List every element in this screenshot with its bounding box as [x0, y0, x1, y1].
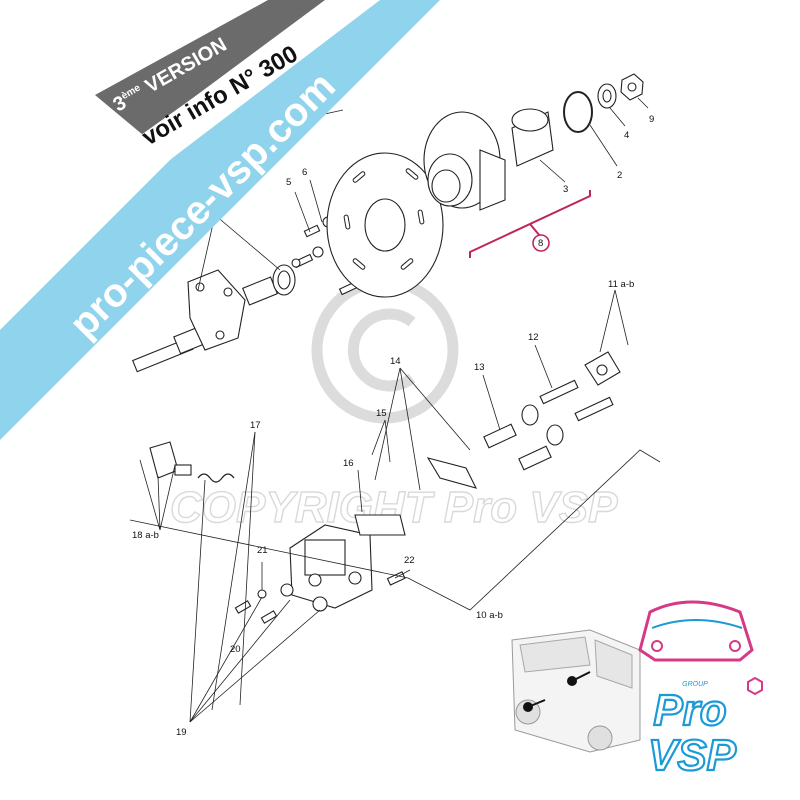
part-8-highlight-bracket [469, 190, 591, 258]
logo-group-text: GROUP [682, 681, 708, 688]
bearing-part [511, 108, 554, 167]
site-ribbon [0, 0, 440, 440]
callout-13: 13 [474, 362, 485, 373]
callout-12: 12 [528, 332, 539, 343]
callout-11: 11 a-b [608, 279, 634, 290]
callout-6: 6 [302, 167, 307, 178]
callout-17: 17 [250, 420, 261, 431]
callout-22: 22 [404, 555, 415, 566]
callout-19: 19 [176, 727, 187, 738]
callout-5: 5 [286, 177, 291, 188]
copyright-watermark-icon [311, 276, 459, 424]
promo-banner [0, 0, 440, 440]
caliper-bracket-part [354, 514, 406, 536]
callout-2: 2 [617, 170, 622, 181]
logo-hex-icon [747, 676, 763, 696]
brake-disc-part [326, 152, 444, 298]
callout-4: 4 [624, 130, 629, 141]
version-tag [95, 0, 325, 135]
mounting-plate-part [584, 351, 621, 386]
callout-9: 9 [649, 114, 654, 125]
nut-part [620, 73, 644, 101]
callout-10: 10 a-b [476, 610, 503, 621]
callout-18: 18 a-b [132, 530, 159, 541]
brake-caliper-part [289, 524, 373, 609]
circlip-part [563, 91, 593, 133]
callout-3: 3 [563, 184, 568, 195]
logo-pro-text: Pro [653, 686, 726, 735]
callout-20: 20 [230, 644, 241, 655]
spring-clip-part [149, 441, 235, 483]
wheel-hub-part [423, 111, 506, 211]
callout-16: 16 [343, 458, 354, 469]
guide-pins-part [483, 379, 614, 471]
small-bolts-part [234, 571, 406, 624]
logo-vsp-text: VSP [648, 731, 737, 780]
brake-pad-part [426, 457, 478, 489]
callout-15: 15 [376, 408, 387, 419]
axle-stub-part [132, 269, 278, 373]
provsp-logo [638, 600, 754, 662]
callout-21: 21 [257, 545, 268, 556]
seal-ring-part [272, 264, 296, 296]
callout-8: 8 [538, 238, 543, 249]
washer-part [597, 83, 617, 109]
vehicle-thumbnail-icon [511, 629, 641, 753]
callout-14: 14 [390, 356, 401, 367]
